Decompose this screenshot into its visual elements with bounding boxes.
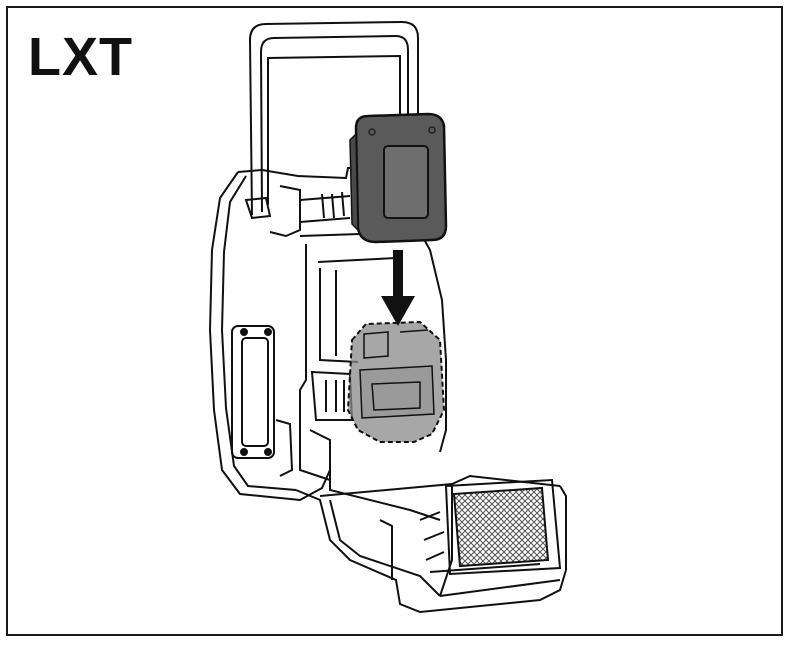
speaker-grille [444, 478, 562, 576]
battery-system-label: LXT [28, 27, 133, 87]
battery-slot [346, 320, 446, 443]
illustration-frame [6, 6, 783, 636]
battery-pack [349, 112, 448, 244]
down-arrow-icon [381, 250, 415, 326]
